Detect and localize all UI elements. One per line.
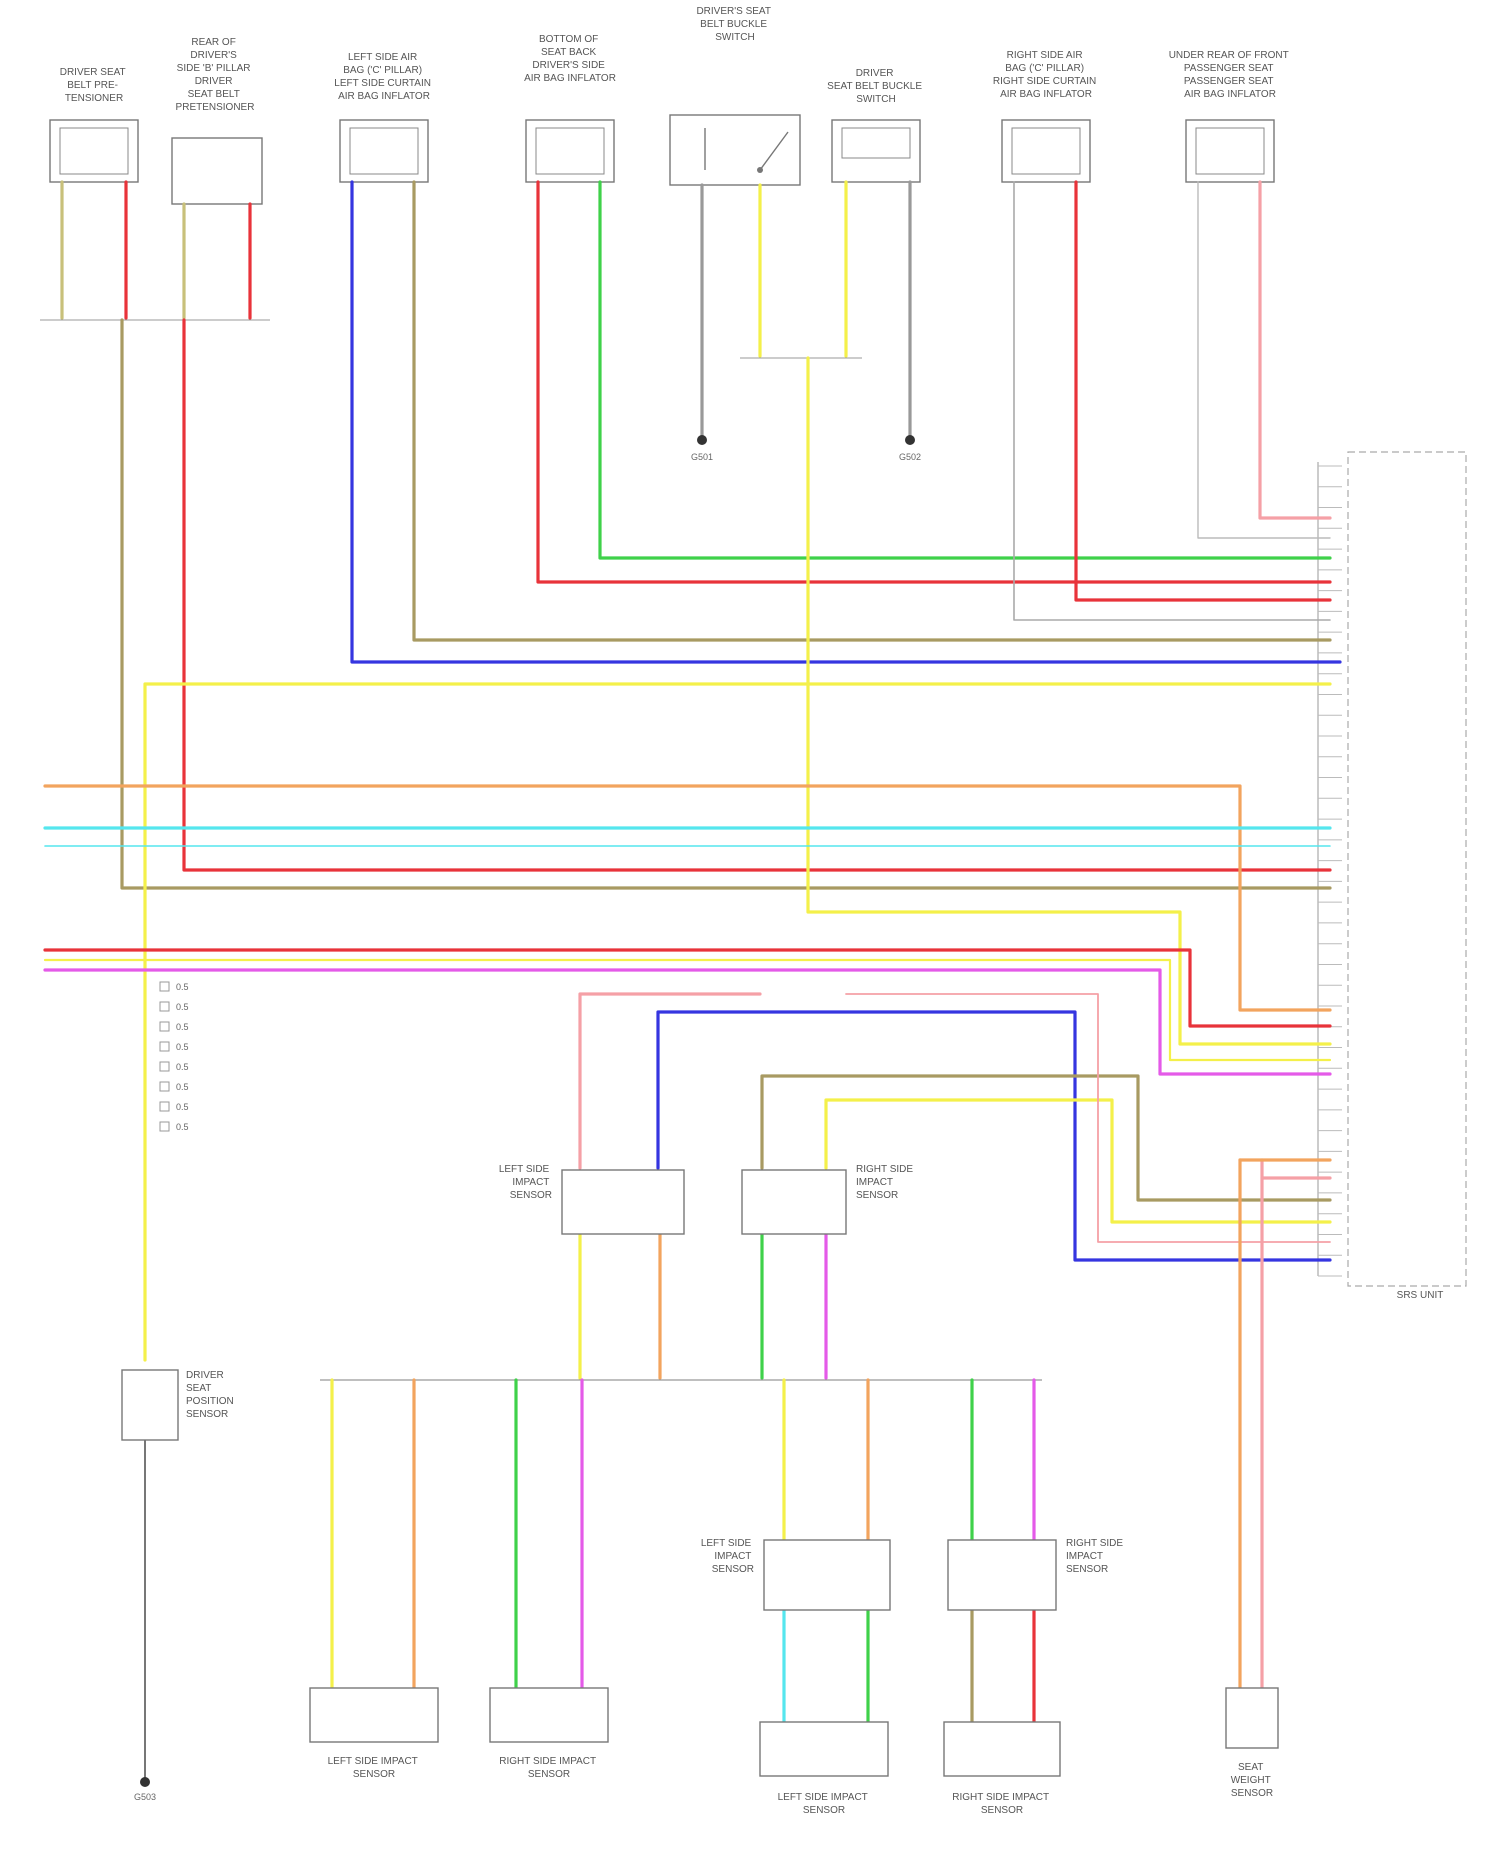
legend-swatch bbox=[160, 1082, 169, 1091]
legend-swatch bbox=[160, 1122, 169, 1131]
svg-text:REAR OF DRIVER'S S: REAR OF DRIVER'S SIDE 'B' PILLAR DRIVER … bbox=[176, 37, 255, 113]
sensor-boxes: LEFT SIDE IMPACT SENSOR RIGHT SIDE IMPAC… bbox=[122, 1164, 1278, 1816]
svg-text:G503: G503 bbox=[134, 1792, 156, 1802]
legend-swatch bbox=[160, 982, 169, 991]
svg-text:RIGHT SIDE IMPACT: RIGHT SIDE IMPACT SENSOR bbox=[856, 1164, 916, 1201]
svg-text:LEFT SIDE IMPACT S: LEFT SIDE IMPACT SENSOR bbox=[499, 1164, 552, 1201]
svg-text:LEFT SIDE IMPACT S: LEFT SIDE IMPACT SENSOR bbox=[701, 1538, 754, 1575]
svg-text:RIGHT SIDE IMPACT SENSOR: RIGHT SIDE IMPACT SENSOR bbox=[952, 1792, 1051, 1816]
svg-text:RIGHT SIDE AIR BAG ('C': RIGHT SIDE AIR BAG ('C' PILLAR) RIGHT SI… bbox=[993, 50, 1099, 100]
component-right-curtain-inflator: RIGHT SIDE AIR BAG ('C' PILLAR) RIGHT SI… bbox=[993, 50, 1099, 182]
srs-unit: SRS UNIT bbox=[1318, 452, 1466, 1301]
svg-text:DRIVER SEAT BELT PRE-: DRIVER SEAT BELT PRE- TENSIONER bbox=[60, 67, 129, 104]
wires-lower bbox=[145, 994, 1330, 1778]
component-passenger-seat-inflator: UNDER REAR OF FRONT PASSENGER SEAT PASSE… bbox=[1169, 50, 1292, 182]
legend-label: 0.5 bbox=[176, 1022, 189, 1032]
legend-swatch bbox=[160, 1022, 169, 1031]
legend-swatch bbox=[160, 1042, 169, 1051]
svg-text:G502: G502 bbox=[899, 452, 921, 462]
svg-text:RIGHT SIDE IMPACT: RIGHT SIDE IMPACT SENSOR bbox=[1066, 1538, 1126, 1575]
svg-text:RIGHT SIDE IMPACT SENSOR: RIGHT SIDE IMPACT SENSOR bbox=[499, 1756, 598, 1780]
svg-text:DRIVER SEAT BELT BUCKLE: DRIVER SEAT BELT BUCKLE SWITCH bbox=[827, 68, 925, 105]
legend-label: 0.5 bbox=[176, 1102, 189, 1112]
component-buckle-switch: DRIVER'S SEAT BELT BUCKLE SWITCH bbox=[670, 6, 800, 185]
legend-label: 0.5 bbox=[176, 1002, 189, 1012]
legend: 0.5 0.5 0.5 0.5 0.5 0.5 0.5 0.5 bbox=[160, 982, 189, 1132]
svg-text:SEAT WEIGHT SENSOR: SEAT WEIGHT SENSOR bbox=[1231, 1762, 1274, 1799]
svg-text:BOTTOM OF SEAT BACK: BOTTOM OF SEAT BACK DRIVER'S SIDE AIR BA… bbox=[524, 34, 616, 84]
legend-swatch bbox=[160, 1062, 169, 1071]
svg-text:LEFT SIDE IMPACT SENSOR: LEFT SIDE IMPACT SENSOR bbox=[778, 1792, 871, 1816]
wires-top bbox=[40, 182, 1340, 1044]
component-seat-belt-buckle-switch: DRIVER SEAT BELT BUCKLE SWITCH bbox=[827, 68, 925, 182]
svg-text:UNDER REAR OF FRONT PASS: UNDER REAR OF FRONT PASSENGER SEAT PASSE… bbox=[1169, 50, 1292, 100]
legend-label: 0.5 bbox=[176, 1062, 189, 1072]
legend-label: 0.5 bbox=[176, 982, 189, 992]
ground-points-top: G501 G502 bbox=[691, 435, 921, 462]
component-driver-side-inflator: BOTTOM OF SEAT BACK DRIVER'S SIDE AIR BA… bbox=[524, 34, 616, 182]
svg-text:DRIVER'S SEAT BELT BUCKL: DRIVER'S SEAT BELT BUCKLE SWITCH bbox=[696, 6, 773, 43]
legend-swatch bbox=[160, 1002, 169, 1011]
component-left-curtain-inflator: LEFT SIDE AIR BAG ('C' PILLAR) LEFT SIDE… bbox=[334, 52, 433, 182]
svg-text:LEFT SIDE AIR BAG ('C' P: LEFT SIDE AIR BAG ('C' PILLAR) LEFT SIDE… bbox=[334, 52, 433, 102]
legend-label: 0.5 bbox=[176, 1122, 189, 1132]
svg-text:G501: G501 bbox=[691, 452, 713, 462]
component-driver-pretensioner: DRIVER SEAT BELT PRE- TENSIONER bbox=[50, 67, 138, 182]
legend-label: 0.5 bbox=[176, 1082, 189, 1092]
svg-text:DRIVER SEAT POSITI: DRIVER SEAT POSITION SENSOR bbox=[186, 1370, 237, 1420]
srs-unit-label: SRS UNIT bbox=[1397, 1290, 1444, 1301]
component-b-pillar-pretensioner: REAR OF DRIVER'S SIDE 'B' PILLAR DRIVER … bbox=[172, 37, 262, 204]
legend-swatch bbox=[160, 1102, 169, 1111]
legend-label: 0.5 bbox=[176, 1042, 189, 1052]
svg-text:LEFT SIDE IMPACT SENSOR: LEFT SIDE IMPACT SENSOR bbox=[328, 1756, 421, 1780]
